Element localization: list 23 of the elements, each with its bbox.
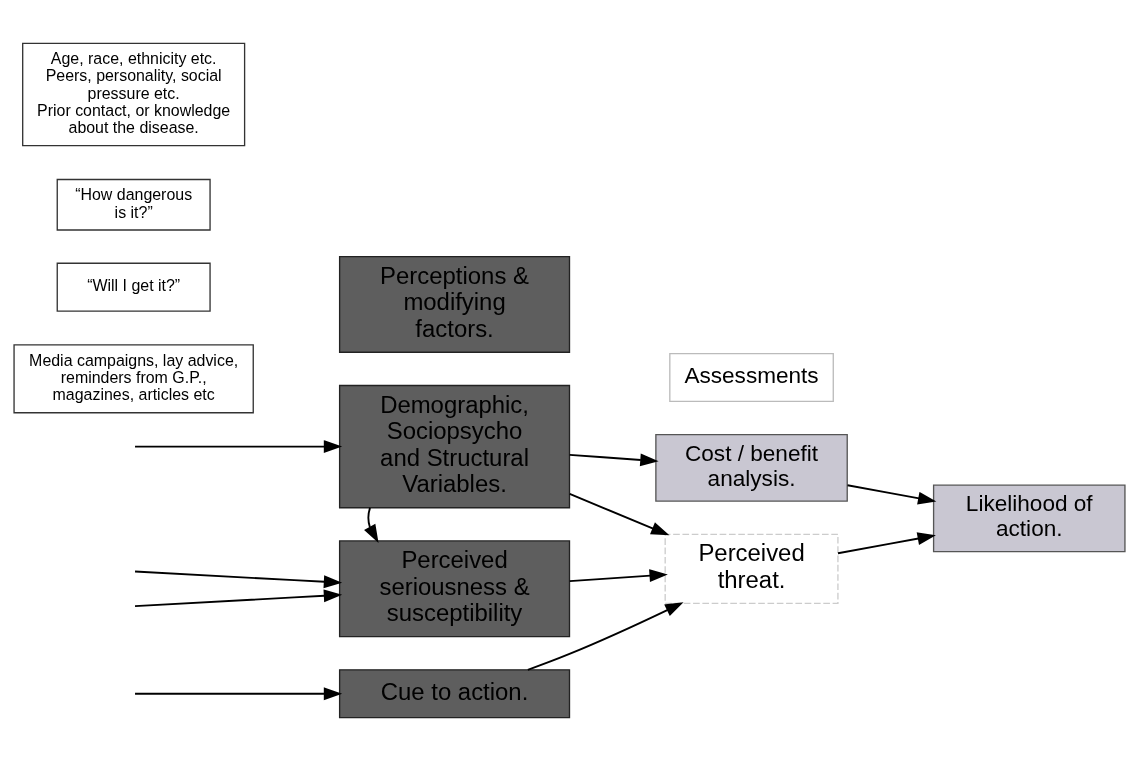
node-box: Media campaigns, lay advice, reminders from G.P., magazines, articles etc <box>13 344 254 414</box>
arrow <box>134 570 343 589</box>
node-box: Perceived seriousness & susceptibility <box>338 540 571 638</box>
arrow <box>568 569 668 583</box>
node-box: Likelihood of action. <box>932 484 1126 553</box>
arrow <box>526 602 684 671</box>
arrow <box>568 453 659 467</box>
node-box: Cost / benefit analysis. <box>655 434 848 502</box>
node-box: Perceived threat. <box>664 533 839 605</box>
arrow <box>134 589 343 607</box>
node-box: Age, race, ethnicity etc. Peers, personality, social pressure etc. Prior contact, or knowledge about the disease. <box>22 42 246 147</box>
arrow <box>134 440 343 454</box>
node-box: Assessments <box>669 352 834 403</box>
node-box: Cue to action. <box>338 669 571 719</box>
arrow <box>837 532 936 555</box>
arrow <box>134 687 343 701</box>
node-box: Perceptions & modifying factors. <box>338 255 571 353</box>
arrow <box>364 506 379 543</box>
arrow <box>846 484 937 505</box>
node-box: Demographic, Sociopsycho and Structural Variables. <box>338 384 571 509</box>
node-box: “Will I get it?” <box>56 262 211 312</box>
node-box: “How dangerous is it?” <box>56 178 211 231</box>
arrow <box>568 492 670 536</box>
